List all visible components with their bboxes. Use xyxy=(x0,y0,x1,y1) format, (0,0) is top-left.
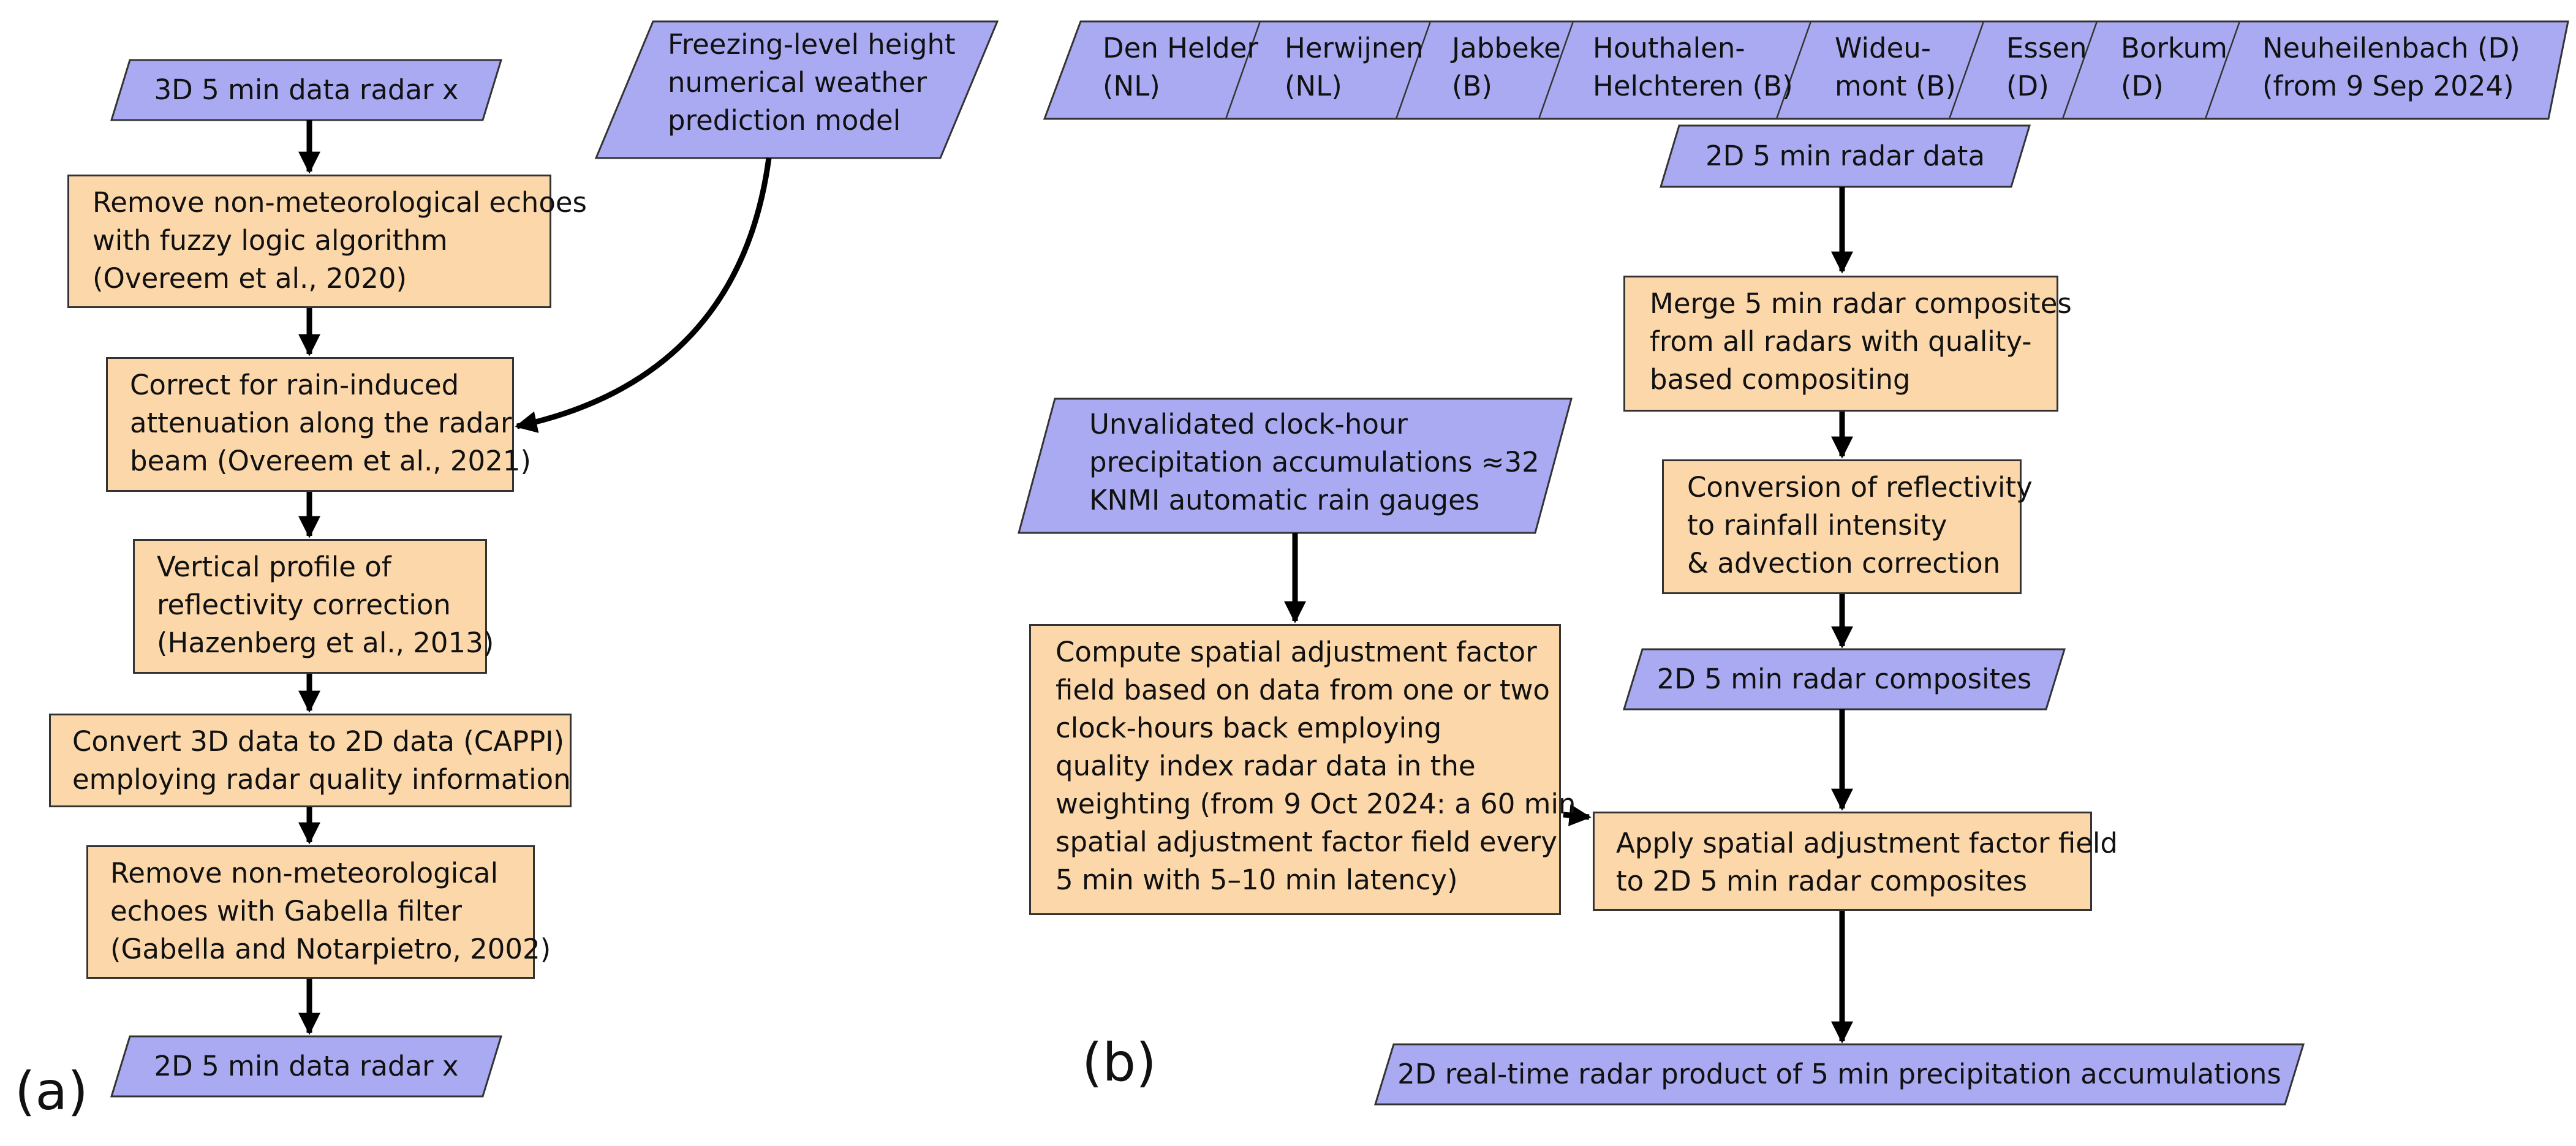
arrow-model-to-step2 xyxy=(515,157,772,433)
radar-divider xyxy=(1775,21,1812,119)
input-radar-label: 3D 5 min data radar x xyxy=(154,74,459,106)
radar-dividers xyxy=(1225,21,2241,119)
radar-houthalen: Houthalen- Helchteren (B) xyxy=(1593,32,1793,102)
arrow-compute-to-apply xyxy=(1563,804,1592,826)
radar-strip-shape xyxy=(1043,20,2569,120)
radar-jabbeke: Jabbeke (B) xyxy=(1452,32,1561,102)
radar-data-shape xyxy=(1659,124,2031,188)
input-radar-shape xyxy=(110,59,503,121)
radar-divider xyxy=(1395,21,1432,119)
panel-b-label: (b) xyxy=(1082,1032,1157,1093)
radar-wideumont: Wideu- mont (B) xyxy=(1835,32,1956,102)
radar-divider xyxy=(2204,21,2241,119)
radar-divider xyxy=(1538,21,1574,119)
arrows xyxy=(298,120,1853,1044)
product-label: 2D real-time radar product of 5 min prec… xyxy=(1397,1058,2281,1090)
step-vertical-profile: Vertical profile of reflectivity correct… xyxy=(133,539,494,674)
radar-borkum: Borkum (D) xyxy=(2121,32,2227,102)
step-merge-composites: Merge 5 min radar composites from all ra… xyxy=(1623,276,2072,412)
output-radar-label: 2D 5 min data radar x xyxy=(154,1050,459,1082)
composites-shape xyxy=(1622,648,2066,711)
step-apply-adjustment: Apply spatial adjustment factor field to… xyxy=(1593,812,2118,911)
model-input-label: Freezing-level height numerical weather … xyxy=(668,28,956,137)
step-conversion: Conversion of reflectivity to rainfall i… xyxy=(1662,459,2033,594)
io-shapes xyxy=(110,20,2569,1106)
radar-essen: Essen (D) xyxy=(2006,32,2087,102)
composites-label: 2D 5 min radar composites xyxy=(1656,663,2032,695)
step-compute-adjustment: Compute spatial adjustment factor field … xyxy=(1029,624,1576,915)
radar-divider xyxy=(1225,21,1261,119)
step-fuzzy-logic: Remove non-meteorological echoes with fu… xyxy=(67,175,587,308)
step-cappi: Convert 3D data to 2D data (CAPPI) emplo… xyxy=(49,714,572,807)
radar-divider xyxy=(2061,21,2098,119)
model-input-shape xyxy=(594,20,999,159)
gauges-label: Unvalidated clock-hour precipitation acc… xyxy=(1089,408,1539,516)
radar-herwijnen: Herwijnen (NL) xyxy=(1285,32,1424,102)
step-attenuation: Correct for rain-induced attenuation alo… xyxy=(106,357,531,492)
step-gabella-filter: Remove non-meteorological echoes with Ga… xyxy=(86,845,551,979)
radar-neuheilenbach: Neuheilenbach (D) (from 9 Sep 2024) xyxy=(2262,32,2520,102)
radar-den-helder: Den Helder (NL) xyxy=(1103,32,1258,102)
output-radar-shape xyxy=(110,1035,503,1098)
product-shape xyxy=(1373,1043,2305,1106)
gauges-shape xyxy=(1018,398,1573,534)
radar-divider xyxy=(1948,21,1985,119)
panel-a-label: (a) xyxy=(15,1061,88,1122)
radar-data-label: 2D 5 min radar data xyxy=(1705,140,1985,172)
